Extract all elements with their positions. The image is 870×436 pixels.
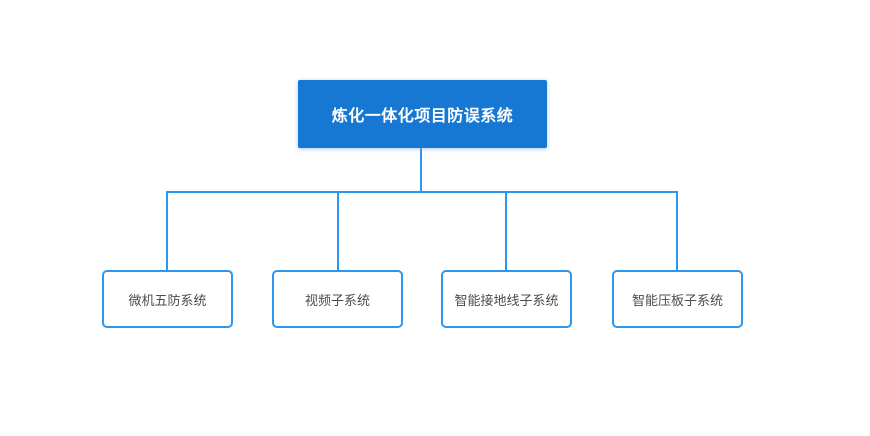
child-node-label: 视频子系统 [304, 292, 370, 308]
root-node[interactable]: 炼化一体化项目防误系统 [298, 80, 547, 148]
child-node-grounding-wire[interactable]: 智能接地线子系统 [441, 270, 572, 328]
child-node-label: 微机五防系统 [128, 292, 207, 308]
root-node-label: 炼化一体化项目防误系统 [331, 108, 514, 125]
child-node-video[interactable]: 视频子系统 [272, 270, 403, 328]
child-node-label: 智能压板子系统 [631, 292, 723, 308]
child-node-wujifangwu[interactable]: 微机五防系统 [102, 270, 233, 328]
child-node-label: 智能接地线子系统 [454, 292, 559, 308]
child-node-pressure-plate[interactable]: 智能压板子系统 [612, 270, 743, 328]
